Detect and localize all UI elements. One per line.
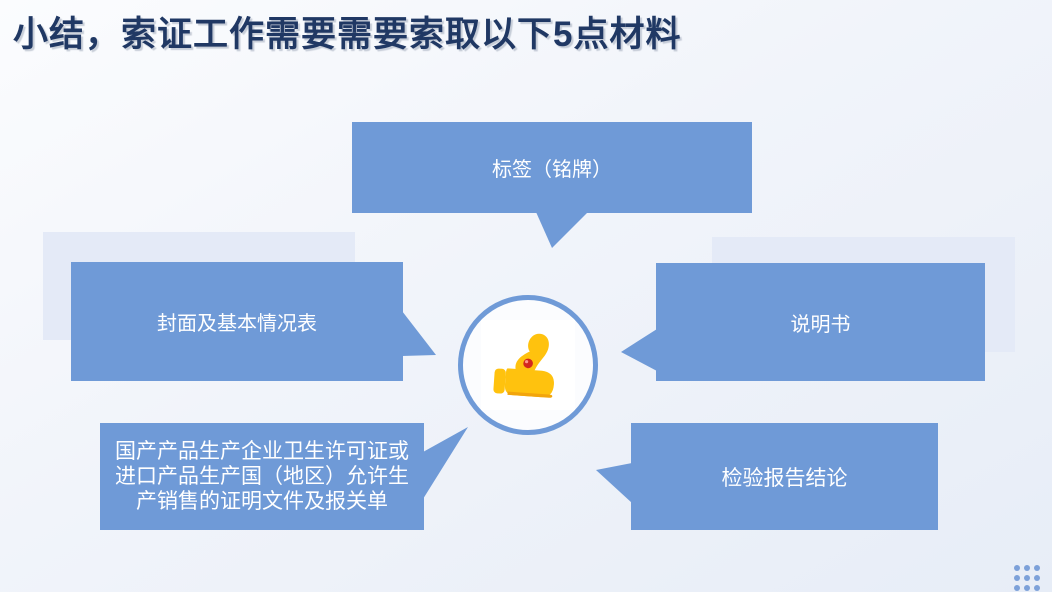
- dot: [1034, 565, 1040, 571]
- dot: [1034, 585, 1040, 591]
- thumb-digit: [515, 333, 549, 375]
- callout-left: 封面及基本情况表: [71, 262, 403, 381]
- callout-tail-left: [402, 311, 436, 356]
- callout-tail-top: [536, 212, 588, 248]
- dot: [1024, 565, 1030, 571]
- thumb-shading: [507, 391, 553, 398]
- callout-tail-right: [621, 329, 657, 371]
- dot: [1014, 565, 1020, 571]
- center-circle: [458, 295, 598, 435]
- callout-bottom-right-label: 检验报告结论: [721, 466, 848, 490]
- thumbs-up-card: [481, 320, 575, 410]
- dot: [1014, 575, 1020, 581]
- callout-right: 说明书: [656, 263, 985, 381]
- slide-title: 小结，索证工作需要需要索取以下5点材料: [13, 15, 682, 54]
- callout-left-label: 封面及基本情况表: [157, 313, 317, 335]
- callout-bottom-right: 检验报告结论: [631, 423, 938, 530]
- dot: [1024, 585, 1030, 591]
- callout-tail-bottom-left: [423, 427, 468, 499]
- callout-top-label: 标签（铭牌）: [492, 159, 612, 181]
- thumb-cuff: [493, 368, 506, 394]
- dot: [1014, 585, 1020, 591]
- red-dot-highlight: [525, 360, 529, 364]
- callout-bottom-left: 国产产品生产企业卫生许可证或进口产品生产国（地区）允许生产销售的证明文件及报关单: [100, 423, 424, 530]
- thumbs-up-icon: [493, 333, 554, 398]
- callout-tail-bottom-right: [596, 463, 632, 503]
- thumb-fist: [504, 368, 554, 398]
- dot: [1034, 575, 1040, 581]
- dot: [1024, 575, 1030, 581]
- dot-grid-decoration: [1014, 565, 1040, 591]
- callout-bottom-left-label: 国产产品生产企业卫生许可证或进口产品生产国（地区）允许生产销售的证明文件及报关单: [115, 440, 409, 513]
- callout-top: 标签（铭牌）: [352, 122, 752, 213]
- callout-right-label: 说明书: [790, 313, 851, 336]
